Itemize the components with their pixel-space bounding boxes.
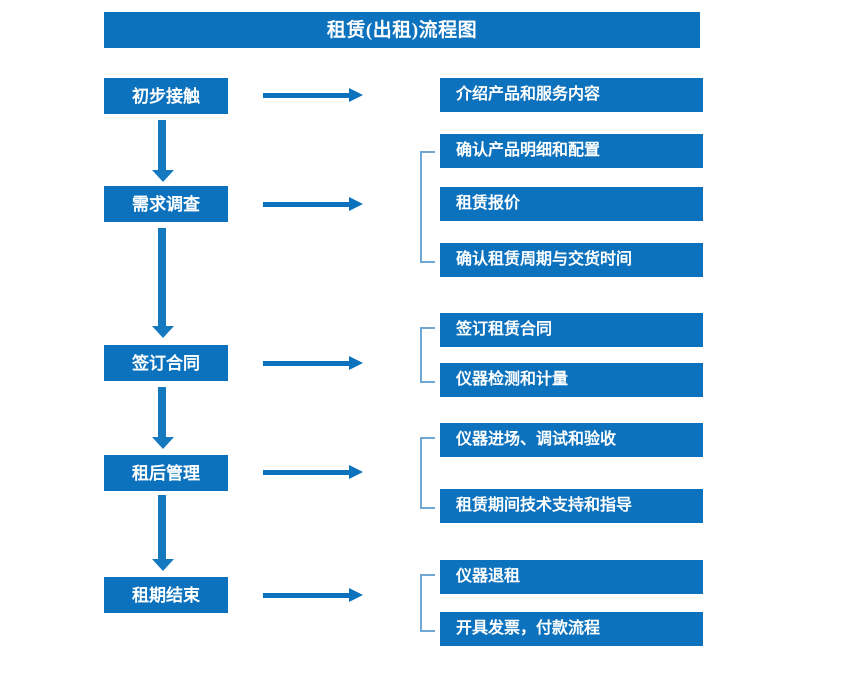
- detail-box-1[interactable]: 介绍产品和服务内容: [440, 78, 703, 112]
- stage-box-1[interactable]: 初步接触: [104, 78, 228, 114]
- stage-label-4: 租后管理: [132, 463, 200, 483]
- arrow-shaft: [263, 470, 349, 475]
- stage-box-5[interactable]: 租期结束: [104, 577, 228, 613]
- detail-box-2[interactable]: 确认产品明细和配置: [440, 134, 703, 168]
- stage-box-4[interactable]: 租后管理: [104, 455, 228, 491]
- detail-box-4[interactable]: 确认租赁周期与交货时间: [440, 243, 703, 277]
- arrow-shaft: [158, 228, 166, 326]
- detail-label-10: 开具发票，付款流程: [456, 620, 601, 637]
- detail-label-1: 介绍产品和服务内容: [456, 86, 601, 103]
- detail-box-7[interactable]: 仪器进场、调试和验收: [440, 423, 703, 457]
- detail-box-5[interactable]: 签订租赁合同: [440, 313, 703, 347]
- arrow-shaft: [158, 495, 166, 559]
- arrow-head: [349, 88, 363, 102]
- group-bracket-3: [420, 437, 435, 509]
- arrow-head: [152, 437, 174, 449]
- detail-label-5: 签订租赁合同: [456, 321, 553, 338]
- link-arrow-right-5: [263, 588, 363, 602]
- flow-arrow-down-3: [152, 387, 174, 449]
- detail-label-8: 租赁期间技术支持和指导: [456, 497, 633, 514]
- group-bracket-2: [420, 327, 435, 383]
- arrow-head: [349, 197, 363, 211]
- stage-label-5: 租期结束: [132, 585, 200, 605]
- link-arrow-right-1: [263, 88, 363, 102]
- arrow-shaft: [263, 93, 349, 98]
- detail-box-8[interactable]: 租赁期间技术支持和指导: [440, 489, 703, 523]
- detail-label-7: 仪器进场、调试和验收: [456, 431, 617, 448]
- flow-arrow-down-2: [152, 228, 174, 338]
- detail-box-3[interactable]: 租赁报价: [440, 187, 703, 221]
- arrow-shaft: [158, 120, 166, 170]
- detail-label-3: 租赁报价: [456, 195, 521, 212]
- stage-label-1: 初步接触: [132, 86, 200, 106]
- detail-label-4: 确认租赁周期与交货时间: [456, 251, 633, 268]
- arrow-shaft: [263, 593, 349, 598]
- flow-arrow-down-1: [152, 120, 174, 182]
- arrow-head: [349, 356, 363, 370]
- link-arrow-right-2: [263, 197, 363, 211]
- detail-box-10[interactable]: 开具发票，付款流程: [440, 612, 703, 646]
- link-arrow-right-3: [263, 356, 363, 370]
- stage-label-2: 需求调查: [132, 194, 200, 214]
- detail-label-2: 确认产品明细和配置: [456, 142, 601, 159]
- arrow-head: [152, 326, 174, 338]
- arrow-shaft: [263, 202, 349, 207]
- detail-box-6[interactable]: 仪器检测和计量: [440, 363, 703, 397]
- arrow-head: [349, 588, 363, 602]
- stage-label-3: 签订合同: [132, 353, 200, 373]
- flow-arrow-down-4: [152, 495, 174, 571]
- group-bracket-4: [420, 574, 435, 632]
- stage-box-3[interactable]: 签订合同: [104, 345, 228, 381]
- diagram-title-bar: 租赁(出租)流程图: [104, 12, 700, 48]
- arrow-head: [152, 170, 174, 182]
- link-arrow-right-4: [263, 465, 363, 479]
- diagram-title: 租赁(出租)流程图: [326, 19, 478, 41]
- arrow-head: [152, 559, 174, 571]
- arrow-head: [349, 465, 363, 479]
- detail-label-6: 仪器检测和计量: [456, 371, 569, 388]
- group-bracket-1: [420, 151, 435, 263]
- arrow-shaft: [263, 361, 349, 366]
- detail-label-9: 仪器退租: [456, 568, 521, 585]
- stage-box-2[interactable]: 需求调查: [104, 186, 228, 222]
- arrow-shaft: [158, 387, 166, 437]
- detail-box-9[interactable]: 仪器退租: [440, 560, 703, 594]
